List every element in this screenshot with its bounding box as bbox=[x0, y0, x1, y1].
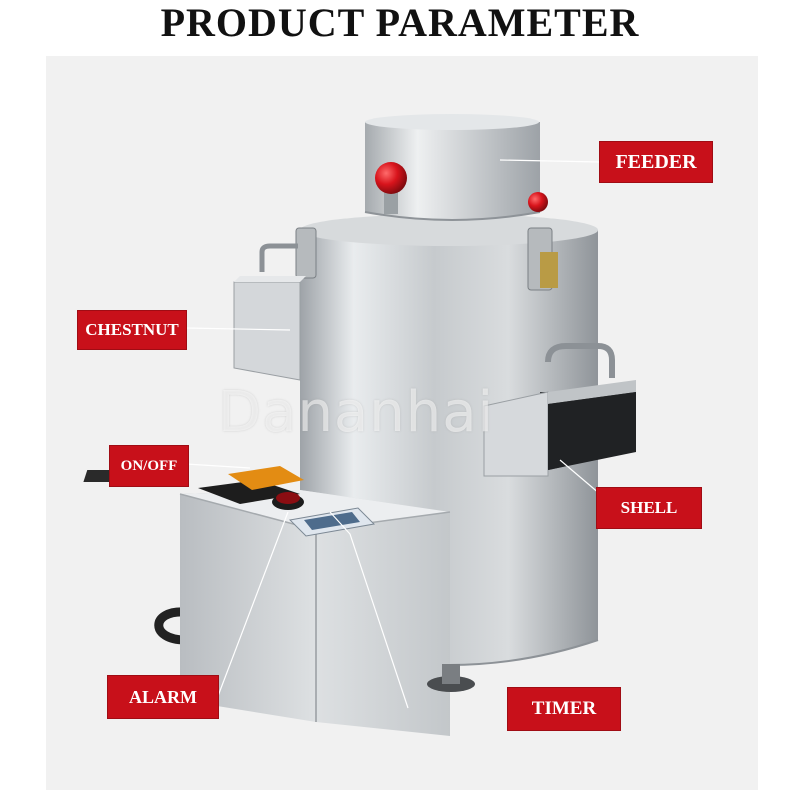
feeder-label: FEEDER bbox=[600, 142, 712, 182]
timer-label: TIMER bbox=[508, 688, 620, 730]
alarm-label: ALARM bbox=[108, 676, 218, 718]
latch-left bbox=[259, 227, 317, 279]
feeder-hopper bbox=[364, 114, 541, 221]
page-title: PRODUCT PARAMETER bbox=[160, 0, 640, 45]
red-knob-left bbox=[375, 162, 407, 214]
alarm-indicator bbox=[272, 492, 304, 510]
onoff-label: ON/OFF bbox=[110, 446, 188, 486]
red-knob-right bbox=[528, 192, 548, 212]
chestnut-label: CHESTNUT bbox=[78, 311, 186, 349]
leader-lines bbox=[185, 159, 601, 709]
shell-outlet bbox=[483, 343, 636, 477]
shell-label: SHELL bbox=[597, 488, 701, 528]
chestnut-outlet bbox=[233, 276, 306, 381]
latch-right bbox=[527, 227, 558, 291]
watermark: Dananhai bbox=[218, 380, 495, 445]
timer-display bbox=[288, 507, 376, 537]
feet bbox=[427, 664, 475, 692]
